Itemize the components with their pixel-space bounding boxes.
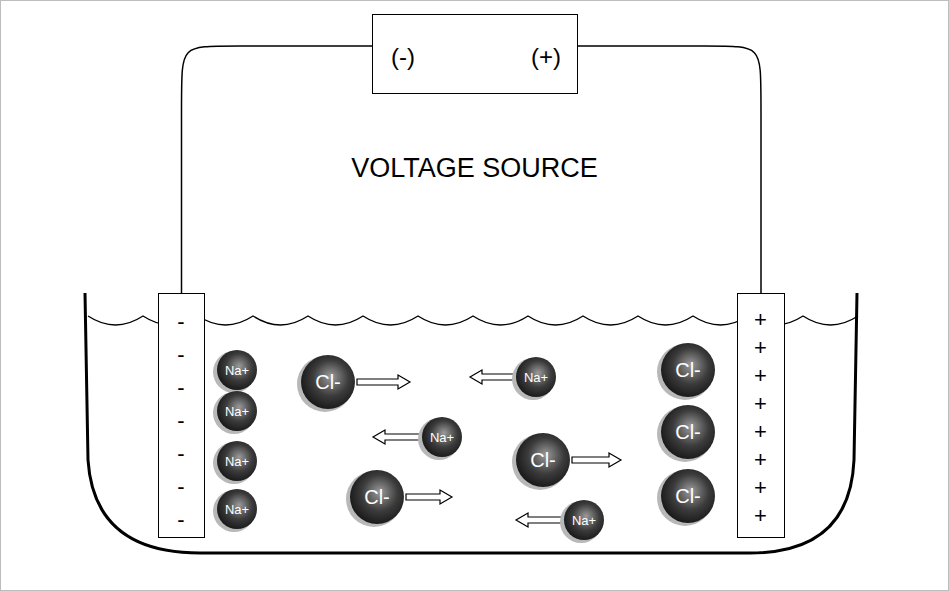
motion-arrow (572, 453, 621, 467)
ion-circle: Cl- (301, 355, 355, 409)
ion-label: Na+ (572, 514, 596, 527)
ion-ball (564, 500, 604, 540)
ion-label: Na+ (524, 371, 548, 384)
ion-circle: Cl- (661, 405, 715, 459)
ion-label: Na+ (225, 405, 249, 418)
terminal-sign: (-) (391, 45, 415, 69)
ion-label: Cl- (364, 487, 390, 507)
ion-label: Na+ (225, 503, 249, 516)
charge-sign: - (177, 311, 184, 333)
charge-sign: + (754, 449, 767, 471)
charge-sign: + (754, 421, 767, 443)
ion-ball (350, 470, 404, 524)
ion-circle: Cl- (350, 470, 404, 524)
ion-label: Cl- (530, 450, 556, 470)
ion-ball (516, 433, 570, 487)
ion-label: Na+ (225, 455, 249, 468)
electrode: - - - - - - - (158, 293, 205, 538)
ion-label: Cl- (675, 360, 701, 380)
ion-ball (217, 489, 257, 529)
charge-sign: - (177, 476, 184, 498)
charge-sign: - (177, 410, 184, 432)
motion-arrow (406, 490, 452, 504)
ion-ball (217, 350, 257, 390)
charge-sign: + (754, 505, 767, 527)
wire (578, 46, 761, 293)
ion-label: Na+ (225, 364, 249, 377)
ion-circle: Cl- (661, 343, 715, 397)
ion-circle: Na+ (422, 417, 462, 457)
motion-arrow (357, 375, 410, 389)
ion-circle: Na+ (217, 441, 257, 481)
voltage-source-box: (-)(+)VOLTAGE SOURCE (372, 14, 578, 94)
wire (182, 46, 373, 293)
motion-arrow (470, 370, 515, 384)
charge-sign: - (177, 509, 184, 531)
ion-ball (661, 343, 715, 397)
ion-circle: Cl- (661, 469, 715, 523)
ion-circle: Na+ (217, 391, 257, 431)
charge-sign: + (754, 309, 767, 331)
ion-ball (661, 469, 715, 523)
motion-arrow (373, 430, 420, 444)
ion-label: Na+ (430, 431, 454, 444)
ion-label: Cl- (675, 422, 701, 442)
ion-circle: Na+ (516, 357, 556, 397)
beaker (85, 293, 857, 553)
ion-ball (217, 391, 257, 431)
source-label: VOLTAGE SOURCE (351, 155, 598, 182)
motion-arrow (516, 513, 562, 527)
ion-ball (422, 417, 462, 457)
charge-sign: - (177, 443, 184, 465)
terminal-sign: (+) (531, 45, 561, 69)
charge-sign: + (754, 365, 767, 387)
ion-label: Cl- (675, 486, 701, 506)
ion-ball (217, 441, 257, 481)
ion-circle: Cl- (516, 433, 570, 487)
ion-ball (516, 357, 556, 397)
charge-sign: + (754, 393, 767, 415)
electrode: + + + + + + + + (737, 293, 785, 538)
charge-sign: + (754, 477, 767, 499)
ion-circle: Na+ (217, 350, 257, 390)
charge-sign: + (754, 337, 767, 359)
ion-label: Cl- (315, 372, 341, 392)
ion-circle: Na+ (217, 489, 257, 529)
ion-circle: Na+ (564, 500, 604, 540)
charge-sign: - (177, 377, 184, 399)
charge-sign: - (177, 344, 184, 366)
ion-ball (301, 355, 355, 409)
ion-ball (661, 405, 715, 459)
